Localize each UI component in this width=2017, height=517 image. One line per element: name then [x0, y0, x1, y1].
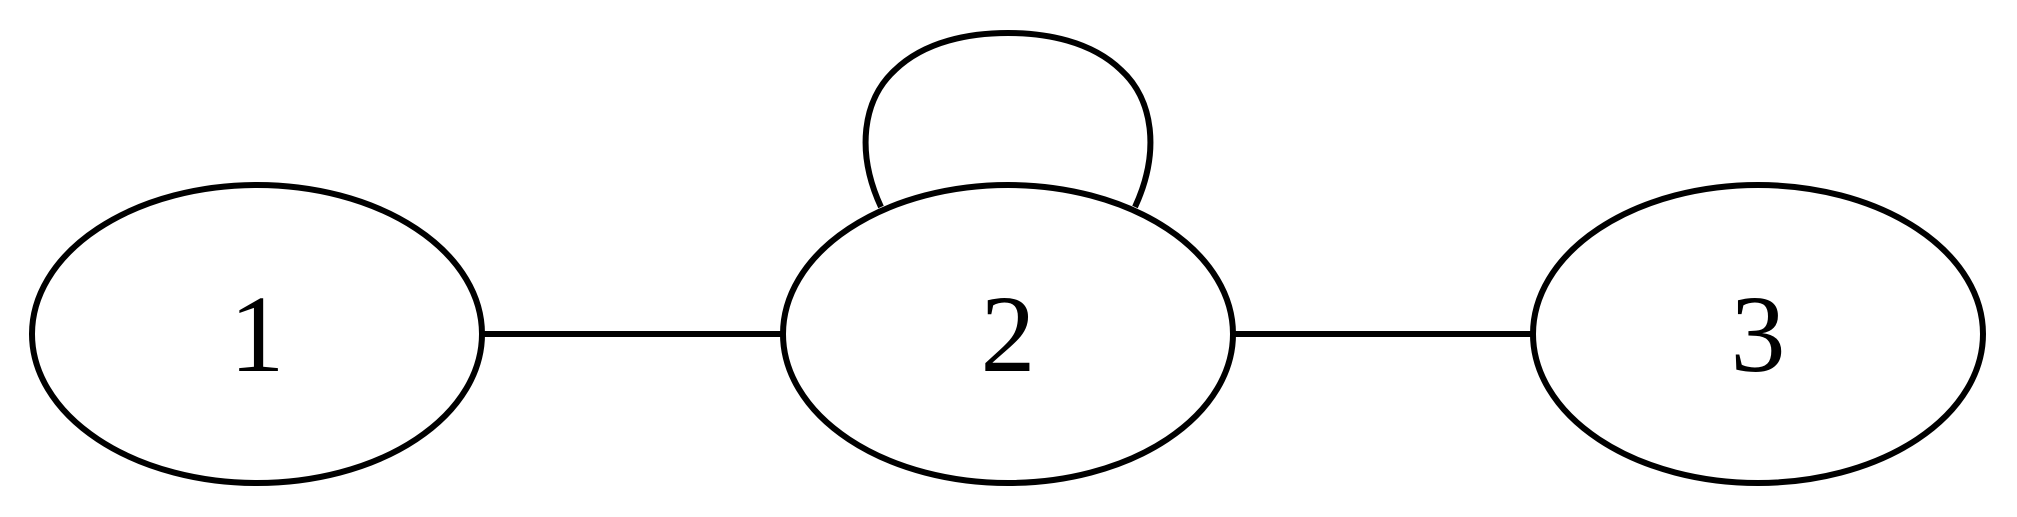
node-2-label: 2: [981, 273, 1036, 395]
node-2-shape: [780, 182, 1236, 486]
node-1-label: 1: [230, 273, 285, 395]
edge-2-2-self-loop: [862, 29, 1154, 209]
node-1-shape: [29, 182, 485, 486]
node-1[interactable]: 1: [29, 182, 485, 486]
node-3-shape: [1530, 182, 1986, 486]
node-2[interactable]: 2: [780, 182, 1236, 486]
node-3-label: 3: [1731, 273, 1786, 395]
node-3[interactable]: 3: [1530, 182, 1986, 486]
